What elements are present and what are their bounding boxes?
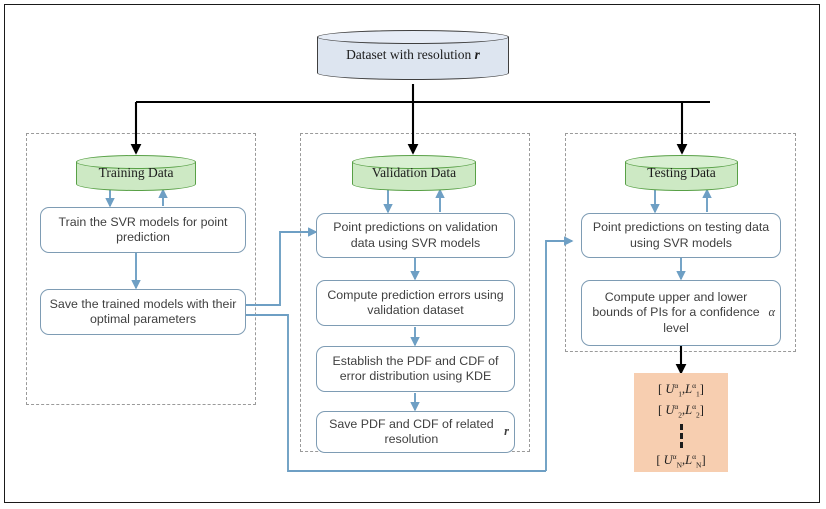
box-establish-pdf-cdf[interactable]: Establish the PDF and CDF of error distr…	[316, 346, 515, 392]
cylinder-testing-data[interactable]: Testing Data	[625, 155, 738, 191]
pi-u-sub-2: 2	[678, 410, 683, 420]
save-pdf-text: Save PDF and CDF of related resolution	[329, 416, 494, 446]
pi-l-1: L	[685, 382, 693, 397]
box-compute-prediction-errors[interactable]: Compute prediction errors using validati…	[316, 280, 515, 326]
source-italic-var: r	[474, 46, 480, 62]
pi-l-sup-1: α	[692, 381, 697, 390]
vertical-ellipsis	[679, 424, 683, 449]
box-compute-pi-bounds[interactable]: Compute upper and lower bounds of PIs fo…	[581, 280, 781, 346]
prediction-interval-output[interactable]: [ Uα1,Lα1] [ Uα2,Lα2] [ UαN,LαN]	[634, 373, 728, 472]
source-text: Dataset with resolution	[346, 46, 472, 62]
box-train-svr-models[interactable]: Train the SVR models for point predictio…	[40, 207, 246, 253]
box-point-predictions-testing[interactable]: Point predictions on testing data using …	[581, 213, 781, 258]
cylinder-validation-data[interactable]: Validation Data	[352, 155, 476, 191]
pi-l-sub-n: N	[696, 461, 702, 471]
cylinder-top	[625, 155, 738, 169]
pi-l-sup-2: α	[692, 401, 697, 411]
pi-u-sup-1: α	[674, 381, 679, 390]
cylinder-source-dataset[interactable]: Dataset with resolution r	[317, 30, 509, 80]
pi-u-sub-1: 1	[678, 389, 683, 399]
pi-l-n: L	[685, 453, 693, 468]
pi-bounds-text: Compute upper and lower bounds of PIs fo…	[592, 290, 760, 335]
pi-row-n: [ UαN,LαN]	[656, 452, 706, 471]
pi-l-sup-n: α	[692, 452, 697, 462]
pi-u-sup-n: α	[672, 452, 677, 462]
cylinder-training-label: Training Data	[98, 164, 174, 180]
cylinder-source-label: Dataset with resolution r	[317, 30, 509, 80]
box-save-trained-models[interactable]: Save the trained models with their optim…	[40, 289, 246, 335]
box-save-pdf-cdf[interactable]: Save PDF and CDF of related resolution r	[316, 411, 515, 453]
save-pdf-italic-var: r	[504, 424, 509, 439]
pi-u-n: U	[663, 453, 673, 468]
cylinder-top	[317, 30, 509, 44]
pi-u-sub-n: N	[676, 461, 683, 471]
pi-l-sub-1: 1	[696, 389, 700, 399]
alpha-symbol: α	[768, 305, 775, 320]
pi-u-2: U	[665, 402, 675, 417]
cylinder-validation-label: Validation Data	[371, 164, 457, 180]
cylinder-top	[76, 155, 196, 169]
pi-row-2: [ Uα2,Lα2]	[658, 401, 704, 420]
cylinder-testing-label: Testing Data	[647, 164, 716, 180]
cylinder-top	[352, 155, 476, 169]
pi-u-1: U	[665, 382, 675, 397]
pi-l-2: L	[685, 402, 693, 417]
pi-l-sub-2: 2	[696, 410, 700, 420]
pi-row-1: [ Uα1,Lα1]	[658, 381, 704, 399]
cylinder-training-data[interactable]: Training Data	[76, 155, 196, 191]
pi-u-sup-2: α	[674, 401, 679, 411]
box-point-predictions-validation[interactable]: Point predictions on validation data usi…	[316, 213, 515, 258]
